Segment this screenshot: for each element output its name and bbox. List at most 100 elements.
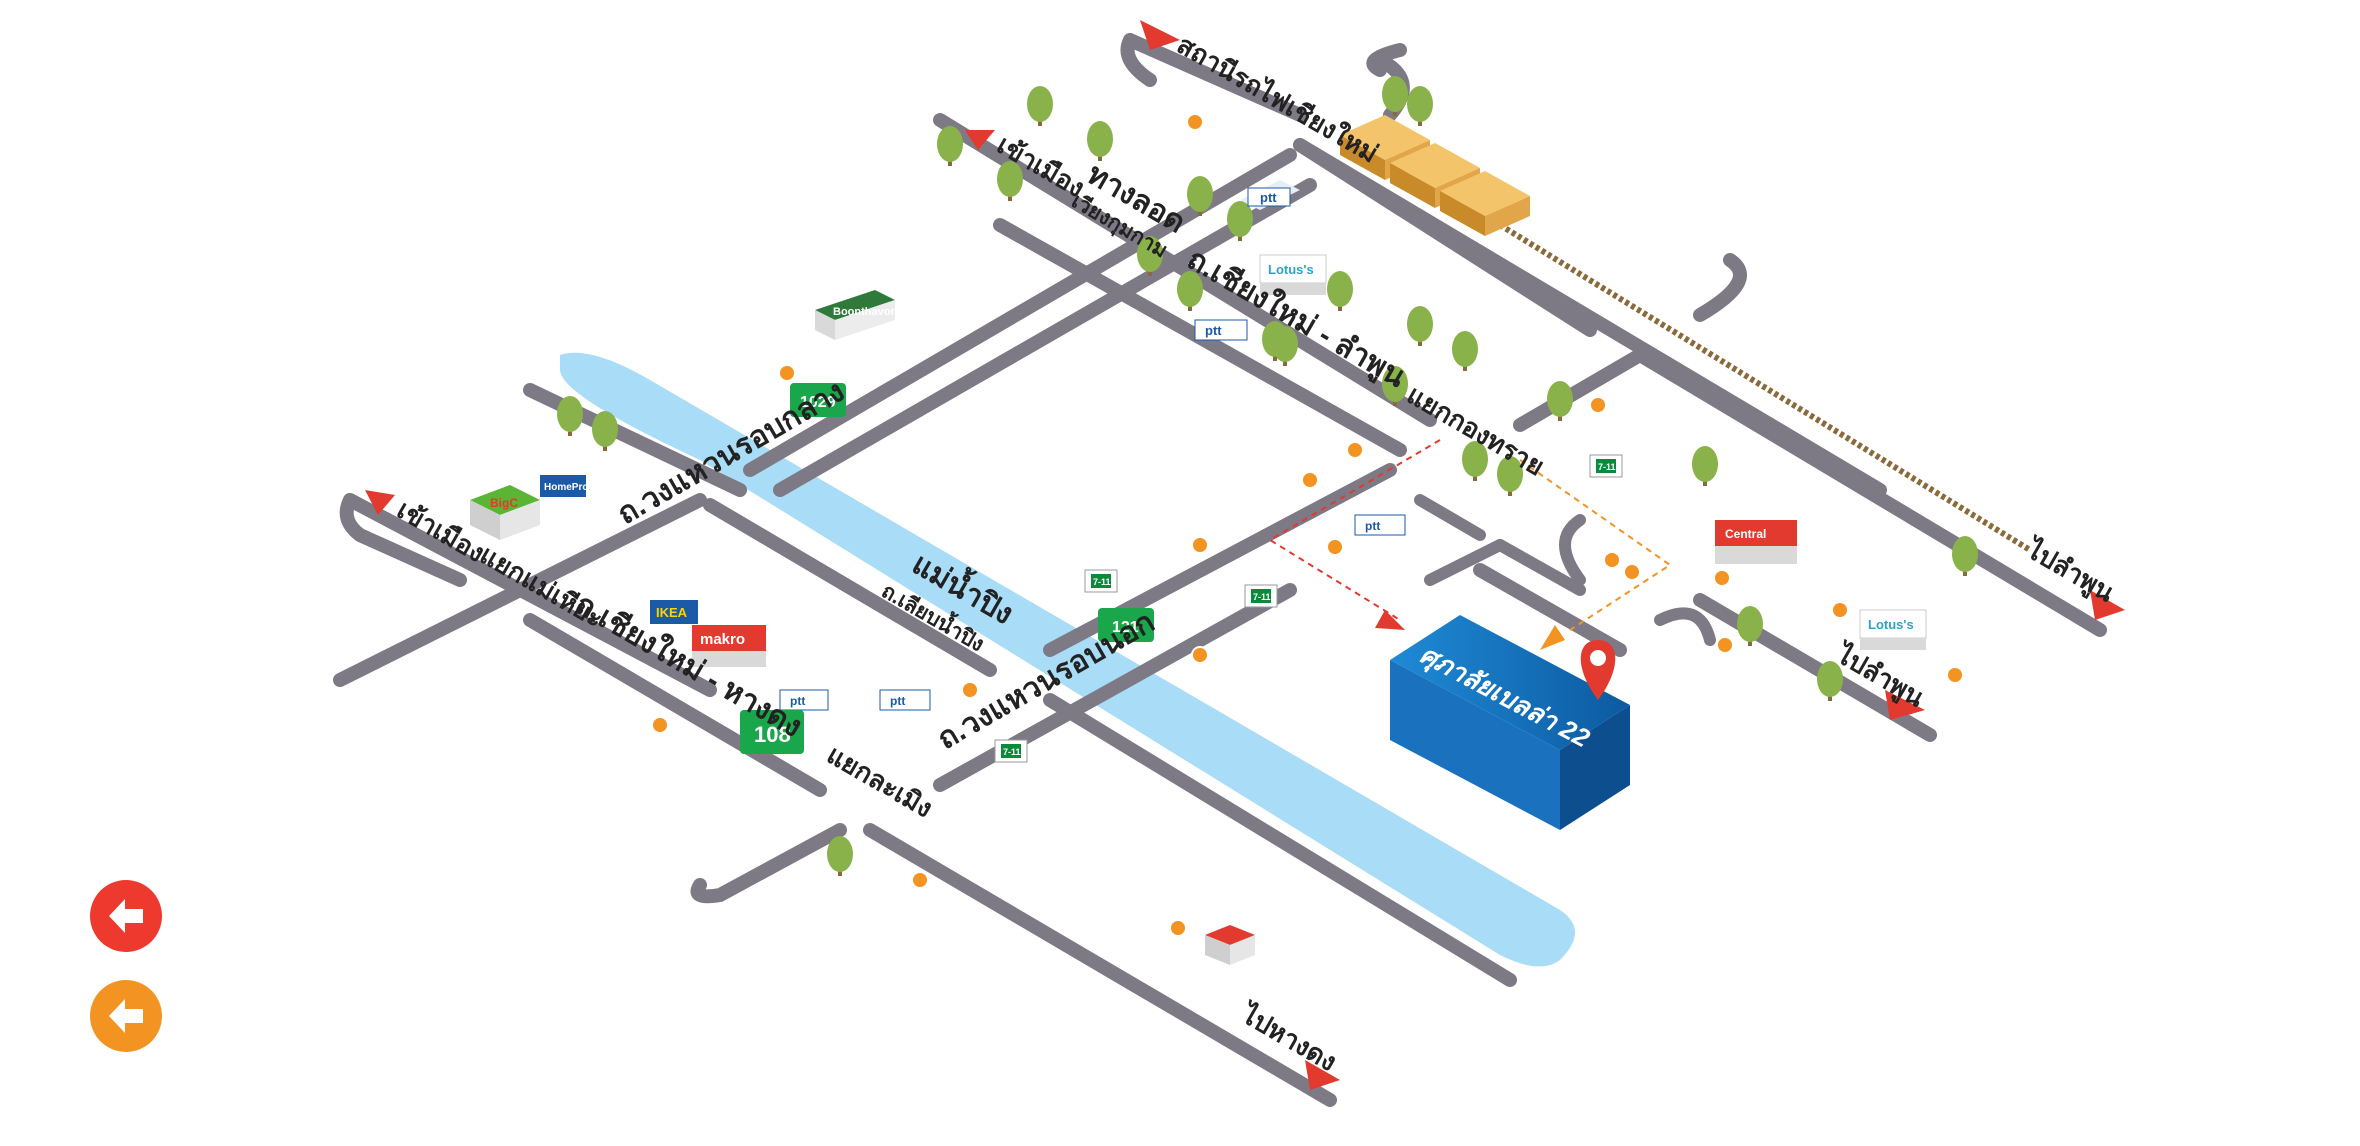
river-ping bbox=[560, 352, 1575, 967]
arrow-hangdong-icon bbox=[1305, 1060, 1340, 1090]
seven-eleven-label: 7-11 bbox=[1093, 577, 1111, 587]
boonthavorn-label: Boonthavorn bbox=[833, 306, 902, 318]
shop-bottom bbox=[1205, 925, 1255, 965]
arrow-lamphun-mid-icon bbox=[1885, 690, 1925, 720]
ptt-label: ptt bbox=[790, 694, 805, 708]
lotus-label: Lotus's bbox=[1268, 262, 1314, 277]
tree-icon bbox=[827, 836, 853, 876]
trees bbox=[557, 76, 1978, 876]
tree-icon bbox=[1547, 381, 1573, 421]
seven-eleven-3: 7-11 bbox=[994, 739, 1028, 763]
highway-121-label: 121 bbox=[1112, 619, 1139, 636]
direction-arrows bbox=[365, 20, 2125, 1090]
poi-dot bbox=[1946, 666, 1964, 684]
tree-icon bbox=[1262, 321, 1288, 361]
arrow-city-top-icon bbox=[965, 130, 995, 150]
poi-dot bbox=[1713, 569, 1731, 587]
highway-108-label: 108 bbox=[754, 722, 791, 747]
tree-icon bbox=[592, 411, 618, 451]
back-button-orange[interactable] bbox=[90, 980, 162, 1052]
tree-icon bbox=[1952, 536, 1978, 576]
tree-icon bbox=[1137, 236, 1163, 276]
seven-eleven-4: 7-11 bbox=[1589, 454, 1623, 478]
arrow-left-icon bbox=[109, 999, 143, 1033]
ikea-store: IKEA bbox=[650, 600, 698, 624]
highway-108-sign: 108 bbox=[740, 710, 804, 754]
ptt-station-project: ptt bbox=[1354, 514, 1406, 536]
central-label: Central bbox=[1725, 527, 1766, 541]
tree-icon bbox=[997, 161, 1023, 201]
boonthavorn-store: Boonthavorn bbox=[815, 290, 902, 340]
highway-1029-sign: 1029 bbox=[790, 383, 846, 417]
highway-1029-label: 1029 bbox=[800, 394, 836, 411]
poi-dot bbox=[961, 681, 979, 699]
poi-dot bbox=[1603, 551, 1621, 569]
arrow-left-icon bbox=[109, 899, 143, 933]
ptt-station-left: ptt bbox=[779, 689, 829, 711]
poi-dot bbox=[1623, 563, 1641, 581]
tree-icon bbox=[1177, 271, 1203, 311]
poi-dot bbox=[778, 364, 796, 382]
tree-icon bbox=[1382, 366, 1408, 406]
tree-icon bbox=[1737, 606, 1763, 646]
junction-la-moeng-label: แยกละเมิง bbox=[822, 739, 938, 823]
tree-icon bbox=[1227, 201, 1253, 241]
tree-icon bbox=[1382, 76, 1408, 116]
train bbox=[1340, 115, 1530, 236]
ptt-label: ptt bbox=[1365, 519, 1380, 533]
makro-label: makro bbox=[700, 631, 745, 648]
tree-icon bbox=[1407, 306, 1433, 346]
route-lines bbox=[1268, 439, 1672, 650]
tree-icon bbox=[1027, 86, 1053, 126]
poi-dot bbox=[911, 871, 929, 889]
highway-121-sign: 121 bbox=[1098, 608, 1154, 642]
ptt-label: ptt bbox=[1260, 190, 1277, 205]
railway bbox=[1498, 222, 2032, 553]
ptt-label: ptt bbox=[890, 694, 905, 708]
central-store: Central bbox=[1715, 520, 1797, 564]
project-building: ศุภาลัยเบลล่า 22 bbox=[1390, 615, 1630, 830]
tree-icon bbox=[1692, 446, 1718, 486]
poi-dot bbox=[1169, 919, 1187, 937]
tree-icon bbox=[557, 396, 583, 436]
tree-icon bbox=[1327, 271, 1353, 311]
ptt-station-mid: ptt bbox=[1194, 319, 1248, 341]
arrow-lamphun-right-icon bbox=[2090, 590, 2125, 620]
poi-dot bbox=[1186, 113, 1204, 131]
tree-icon bbox=[1497, 456, 1523, 496]
makro-store: makro bbox=[692, 625, 766, 667]
road-network bbox=[333, 33, 2107, 1107]
ptt-station-center: ptt bbox=[879, 689, 931, 711]
tree-icon bbox=[1187, 176, 1213, 216]
poi-dot bbox=[1589, 396, 1607, 414]
tree-icon bbox=[1407, 86, 1433, 126]
poi-dot bbox=[1191, 536, 1209, 554]
shops: ptt Lotus's ptt Boonthavorn BigC bbox=[470, 180, 1927, 965]
ptt-label: ptt bbox=[1205, 323, 1222, 338]
homepro-store: HomePro bbox=[540, 475, 588, 497]
poi-dot bbox=[1326, 538, 1344, 556]
tree-icon bbox=[1462, 441, 1488, 481]
location-pin-icon bbox=[1580, 640, 1616, 700]
ptt-station-top: ptt bbox=[1240, 180, 1300, 210]
bigc-store: BigC bbox=[470, 485, 540, 540]
poi-dot bbox=[1831, 601, 1849, 619]
tree-icon bbox=[1817, 661, 1843, 701]
train-station-label: สถานีรถไฟเชียงใหม่ bbox=[1172, 28, 1384, 168]
poi-dot bbox=[651, 716, 669, 734]
back-button-red[interactable] bbox=[90, 880, 162, 952]
to-hangdong-label: ไปหางดง bbox=[1234, 997, 1342, 1077]
arrow-train-station-icon bbox=[1140, 20, 1180, 50]
tree-icon bbox=[937, 126, 963, 166]
seven-eleven-label: 7-11 bbox=[1003, 747, 1021, 757]
ikea-label: IKEA bbox=[656, 605, 688, 620]
arrow-city-left-icon bbox=[365, 490, 395, 515]
poi-dot bbox=[1301, 471, 1319, 489]
seven-eleven-2: 7-11 bbox=[1244, 584, 1278, 608]
lotus-store-right: Lotus's bbox=[1859, 609, 1927, 650]
poi-dot bbox=[1346, 441, 1364, 459]
poi-dot bbox=[1191, 646, 1209, 664]
tree-icon bbox=[1087, 121, 1113, 161]
highway-shields: 1029 121 108 bbox=[740, 383, 1154, 754]
